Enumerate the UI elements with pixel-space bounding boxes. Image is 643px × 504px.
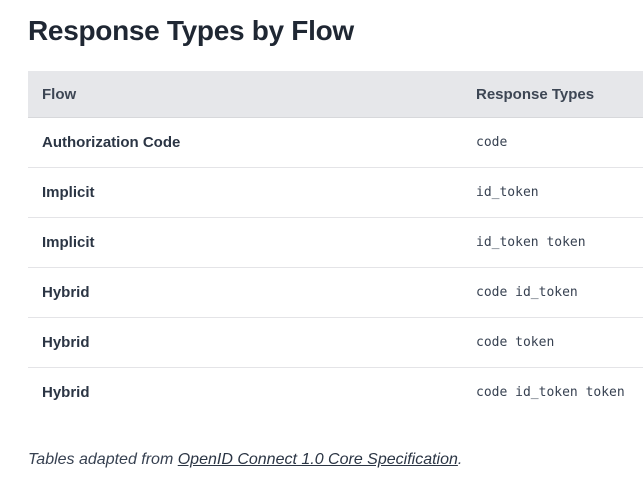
response-types-cell: code id_token token bbox=[462, 367, 643, 418]
footer-note: Tables adapted from OpenID Connect 1.0 C… bbox=[28, 451, 643, 469]
flow-cell: Hybrid bbox=[28, 267, 462, 319]
page: Response Types by Flow Flow Response Typ… bbox=[0, 15, 643, 469]
flow-cell: Hybrid bbox=[28, 367, 462, 418]
spec-link[interactable]: OpenID Connect 1.0 Core Specification bbox=[177, 451, 458, 469]
flow-cell: Hybrid bbox=[28, 317, 462, 369]
response-types-cell: id_token bbox=[462, 167, 643, 219]
flow-cell: Implicit bbox=[28, 167, 462, 219]
response-types-cell: code id_token bbox=[462, 267, 643, 319]
response-types-cell: id_token token bbox=[462, 217, 643, 269]
flow-cell: Implicit bbox=[28, 217, 462, 269]
response-types-cell: code token bbox=[462, 317, 643, 369]
flow-cell: Authorization Code bbox=[28, 117, 462, 169]
table-row: Hybrid code id_token token bbox=[28, 367, 643, 418]
table-header-row: Flow Response Types bbox=[28, 71, 643, 119]
column-header-flow: Flow bbox=[28, 71, 462, 119]
table-row: Implicit id_token token bbox=[28, 217, 643, 269]
column-header-response-types: Response Types bbox=[462, 71, 643, 119]
footer-suffix: . bbox=[457, 451, 463, 469]
page-title: Response Types by Flow bbox=[28, 15, 354, 46]
table-row: Hybrid code id_token bbox=[28, 267, 643, 319]
response-types-cell: code bbox=[462, 117, 643, 169]
response-types-table: Flow Response Types Authorization Code c… bbox=[28, 71, 643, 418]
footer-prefix: Tables adapted from bbox=[28, 451, 178, 469]
table-row: Authorization Code code bbox=[28, 117, 643, 169]
table-row: Implicit id_token bbox=[28, 167, 643, 219]
table-row: Hybrid code token bbox=[28, 317, 643, 369]
